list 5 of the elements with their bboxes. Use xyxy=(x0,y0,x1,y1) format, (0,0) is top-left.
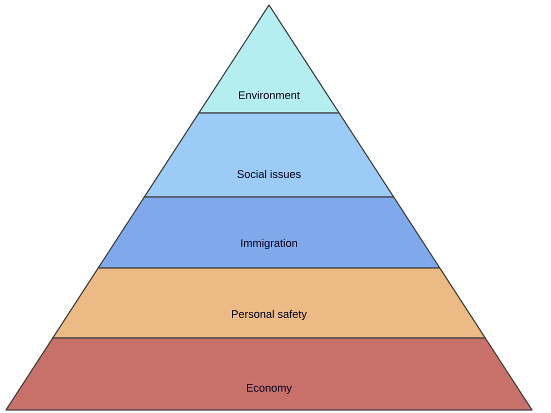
pyramid-level: Economy xyxy=(5,337,533,411)
pyramid-level: Immigration xyxy=(98,196,440,269)
pyramid-level: Environment xyxy=(198,4,340,114)
pyramid-level: Social issues xyxy=(144,112,394,198)
pyramid-level: Personal safety xyxy=(52,267,486,339)
